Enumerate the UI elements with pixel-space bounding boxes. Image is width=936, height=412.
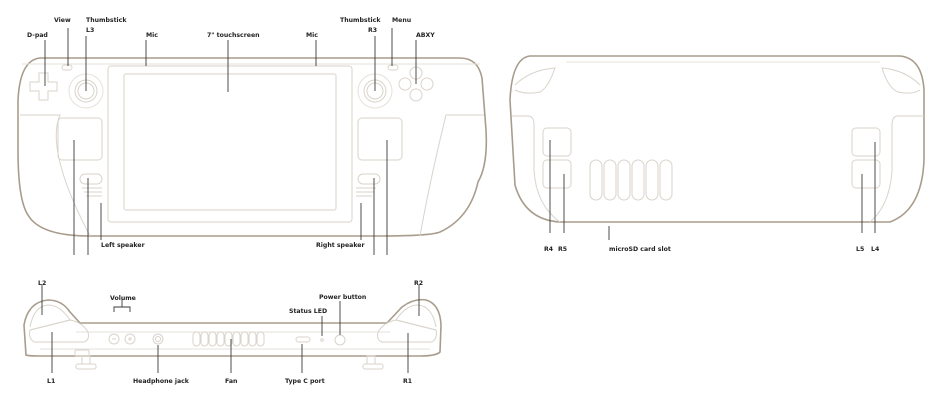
label-status-led: Status LED — [289, 308, 327, 315]
back-grip-right — [357, 173, 381, 185]
trackpad-right — [357, 117, 403, 161]
label-l3: L3 — [86, 27, 94, 34]
power-button — [334, 334, 346, 346]
headphone-jack — [152, 333, 164, 345]
label-type-c-port: Type C port — [285, 378, 325, 385]
label-left-speaker: Left speaker — [101, 242, 146, 249]
label-thumbstick-left: Thumbstick — [86, 17, 127, 24]
status-led — [320, 338, 324, 342]
front-view: D-pad View Thumbstick L3 Mic 7" touchscr… — [17, 17, 488, 255]
label-right-speaker: Right speaker — [316, 242, 365, 249]
type-c-port — [295, 336, 311, 343]
label-thumbstick-right: Thumbstick — [340, 17, 381, 24]
label-r5: R5 — [558, 246, 567, 253]
label-mic-left: Mic — [146, 32, 158, 39]
touchscreen — [123, 73, 337, 211]
screen-bezel — [107, 65, 353, 223]
left-stick-profile — [74, 349, 97, 370]
label-headphone-jack: Headphone jack — [133, 378, 190, 385]
r5-button — [542, 159, 572, 189]
r1-bumper — [377, 319, 437, 343]
label-l1: L1 — [47, 378, 55, 385]
label-view: View — [54, 17, 71, 24]
l4-button — [851, 127, 881, 157]
rear-body-outline — [509, 55, 925, 223]
top-body-outline — [23, 298, 442, 357]
label-menu: Menu — [392, 17, 411, 24]
label-mic-right: Mic — [306, 32, 318, 39]
view-button — [61, 64, 73, 71]
volume-up-button — [124, 333, 136, 345]
label-dpad: D-pad — [27, 32, 48, 39]
rear-vents — [589, 159, 673, 201]
label-r4: R4 — [544, 246, 554, 253]
label-fan: Fan — [225, 378, 237, 385]
label-abxy: ABXY — [416, 32, 435, 39]
l5-button — [851, 159, 881, 189]
label-r1: R1 — [403, 378, 412, 385]
label-touchscreen: 7" touchscreen — [207, 32, 260, 39]
r2-trigger — [395, 304, 437, 331]
right-stick-profile — [362, 355, 384, 370]
top-view: L2 L1 Volume Headphone jack Fan Status L… — [23, 280, 442, 385]
l1-bumper — [29, 319, 89, 343]
menu-button — [387, 64, 399, 71]
label-l4: L4 — [871, 246, 880, 253]
label-r3: R3 — [368, 27, 377, 34]
back-grip-left — [79, 173, 103, 185]
dpad — [29, 72, 58, 101]
label-l5: L5 — [856, 246, 864, 253]
trackpad-left — [57, 117, 103, 161]
label-volume: Volume — [110, 295, 136, 302]
volume-down-button — [108, 333, 120, 345]
fan-vents — [192, 331, 265, 347]
label-r2: R2 — [414, 280, 423, 287]
right-speaker-grille — [356, 187, 376, 197]
label-microsd: microSD card slot — [609, 246, 671, 253]
r4-button — [542, 127, 572, 157]
front-body-outline — [17, 57, 488, 237]
l2-trigger — [29, 304, 71, 331]
rear-view: R4 R5 microSD card slot L5 L4 — [509, 55, 925, 253]
label-l2: L2 — [38, 280, 46, 287]
label-power-button: Power button — [319, 294, 366, 301]
left-speaker-grille — [82, 187, 102, 197]
